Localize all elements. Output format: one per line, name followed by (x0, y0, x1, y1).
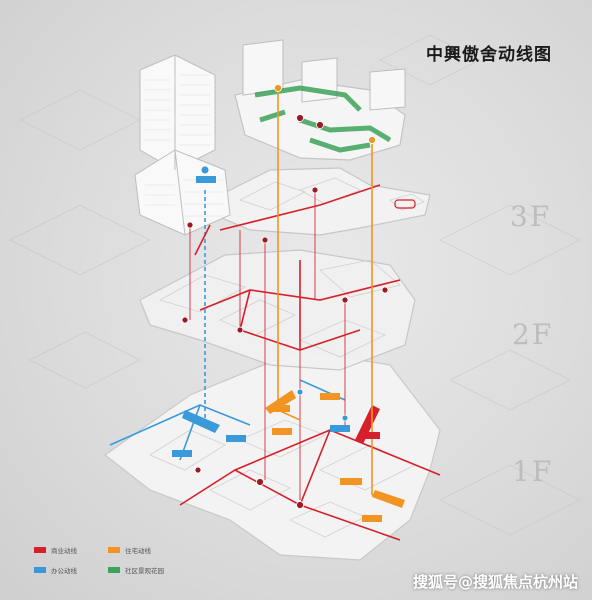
residential-entry-arrow-east (372, 490, 405, 508)
commercial-verticals (189, 190, 346, 500)
legend: 商业动线 住宅动线 办公动线 社区景观花园 (34, 545, 180, 575)
legend-label: 办公动线 (51, 567, 77, 575)
background-city (8, 34, 582, 536)
floor-label-3f: 3F (510, 200, 552, 233)
route-nodes (181, 84, 389, 509)
watermark: 搜狐号@搜狐焦点杭州站 (412, 573, 578, 591)
legend-label: 社区景观花园 (125, 567, 164, 575)
office-entry-arrow (182, 410, 220, 433)
legend-swatch-red (34, 547, 46, 553)
legend-item-office: 办公动线 (34, 565, 90, 575)
legend-swatch-orange (108, 547, 120, 553)
page-title: 中興傲舍动线图 (426, 45, 552, 65)
route-label-tags (172, 176, 382, 522)
floor-label-1f: 1F (512, 455, 554, 488)
legend-item-residential: 住宅动线 (108, 545, 180, 555)
roof-towers (242, 39, 406, 111)
legend-item-commercial: 商业动线 (34, 545, 90, 555)
legend-swatch-blue (34, 567, 46, 573)
3f-red-room-icon (394, 199, 416, 209)
floor-3f-rooms (238, 177, 425, 211)
legend-label: 商业动线 (51, 547, 77, 555)
floor-label-2f: 2F (512, 318, 554, 351)
legend-item-garden: 社区景观花园 (108, 565, 180, 575)
legend-label: 住宅动线 (125, 547, 151, 555)
office-route (109, 190, 346, 461)
legend-swatch-green (108, 567, 120, 573)
